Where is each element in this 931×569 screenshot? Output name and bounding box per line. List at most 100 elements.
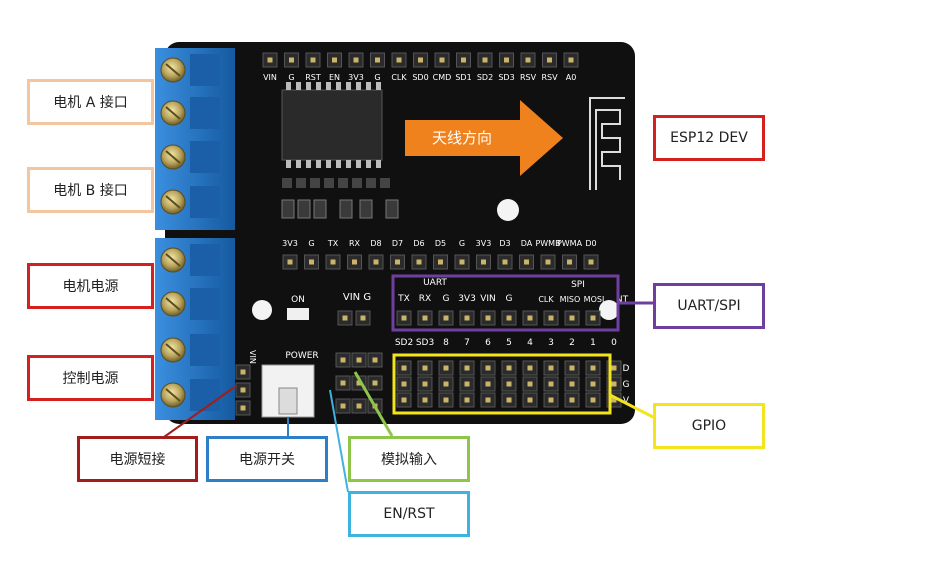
gpio-pin-pad xyxy=(443,365,449,371)
mid-header-pin-pad xyxy=(459,259,465,265)
callout-power-short: 电源短接 xyxy=(77,436,198,482)
terminal-blocks xyxy=(155,48,235,420)
spi-label: MISO xyxy=(560,295,581,304)
terminal-slot xyxy=(190,288,220,320)
top-header-label: SD1 xyxy=(455,73,471,82)
top-header-pin-pad xyxy=(482,57,488,63)
screw-slot xyxy=(165,150,181,164)
smd-part xyxy=(313,199,327,219)
mid-header-label: TX xyxy=(327,239,339,248)
gpio-pin-pad xyxy=(506,397,512,403)
chip-pin xyxy=(356,160,361,168)
gpio-pin-pad xyxy=(527,381,533,387)
spi-label: CLK xyxy=(538,295,554,304)
antenna-arrow xyxy=(405,100,563,176)
callout-analog-input: 模拟输入 xyxy=(348,436,470,482)
mounting-hole xyxy=(497,199,519,221)
gpio-pin-pad xyxy=(443,381,449,387)
chip-pin xyxy=(326,82,331,90)
vin-g-label: VIN G xyxy=(343,292,371,303)
smd-part xyxy=(296,178,306,188)
smd-part xyxy=(338,178,348,188)
mid-header-label: D3 xyxy=(499,239,510,248)
top-header-pin-pad xyxy=(461,57,466,63)
smd-part xyxy=(339,199,353,219)
mid-header-label: RX xyxy=(349,239,361,248)
gpio-pin-pad xyxy=(464,381,470,387)
callout-en-rst: EN/RST xyxy=(348,491,470,537)
screw-slot xyxy=(165,297,181,311)
smd-part xyxy=(281,199,295,219)
chip-pin xyxy=(296,160,301,168)
callout-motor-b: 电机 B 接口 xyxy=(27,167,154,213)
uart-label: TX xyxy=(397,294,410,304)
mid-header-label: 3V3 xyxy=(476,239,492,248)
analog-pin-pad xyxy=(356,403,362,409)
short-pin-pad xyxy=(240,387,246,393)
gpio-pin-pad xyxy=(422,365,428,371)
top-header-label: CMD xyxy=(433,73,452,82)
arrow-text: 天线方向 xyxy=(432,129,492,147)
top-header-pin-pad xyxy=(418,57,423,63)
smd-part xyxy=(366,178,376,188)
chip-pin xyxy=(306,160,311,168)
gpio-pin-pad xyxy=(590,397,596,403)
gpio-label: 0 xyxy=(611,338,617,348)
terminal-slot xyxy=(190,379,220,411)
gpio-pin-pad xyxy=(422,397,428,403)
smd-part xyxy=(385,199,399,219)
chip-pin xyxy=(336,160,341,168)
right-side-labels: DGV xyxy=(623,364,630,406)
gpio-pin-pad xyxy=(548,365,554,371)
uart-spi-pin-pad xyxy=(485,315,491,321)
short-pin-pad xyxy=(240,405,246,411)
mid-header-label: PWMA xyxy=(557,239,583,248)
top-header-label: G xyxy=(374,73,380,82)
terminal-slot xyxy=(190,244,220,276)
analog-pin-pad xyxy=(372,357,378,363)
antenna-trace xyxy=(589,97,625,190)
top-header-label: RSV xyxy=(541,73,558,82)
gpio-pin-pad xyxy=(401,397,407,403)
gpio-pin-pad xyxy=(485,365,491,371)
callout-motor-a: 电机 A 接口 xyxy=(27,79,154,125)
vin-pin-pad xyxy=(360,315,366,321)
callout-control-power: 控制电源 xyxy=(27,355,154,401)
top-header-label: SD2 xyxy=(477,73,493,82)
callout-uart-spi: UART/SPI xyxy=(653,283,765,329)
gpio-label: 3 xyxy=(548,338,554,348)
gpio-pin-pad xyxy=(611,397,617,403)
uart-spi-pin-pad xyxy=(548,315,554,321)
screw-slot xyxy=(165,106,181,120)
uart-spi-pin-pad xyxy=(443,315,449,321)
vin-pins xyxy=(337,310,371,326)
chip-pin xyxy=(356,82,361,90)
mid-header-pin-pad xyxy=(352,259,357,265)
chip-pin xyxy=(296,82,301,90)
chip-pin xyxy=(286,160,291,168)
gpio-pin-pad xyxy=(548,397,554,403)
callout-power-switch: 电源开关 xyxy=(206,436,328,482)
chip-pin xyxy=(366,82,371,90)
chip-pin xyxy=(376,82,381,90)
analog-pin-pad xyxy=(340,380,346,386)
screw-slot xyxy=(165,195,181,209)
mid-header-pin-pad xyxy=(395,259,400,265)
top-header-pin-pad xyxy=(289,57,294,63)
gpio-pin-pad xyxy=(527,397,533,403)
analog-pin-pad xyxy=(340,403,346,409)
gpio-pin-pad xyxy=(611,365,617,371)
uart-label: VIN xyxy=(480,294,496,304)
chip-pin xyxy=(336,82,341,90)
chip-pins xyxy=(286,82,381,168)
power-short-pins xyxy=(235,364,251,416)
chip-pin xyxy=(316,82,321,90)
gpio-pin-pad xyxy=(569,397,575,403)
screw-slot xyxy=(165,343,181,357)
terminal-slot xyxy=(190,141,220,173)
top-header-pin-pad xyxy=(396,57,402,63)
terminal-slot xyxy=(190,97,220,129)
